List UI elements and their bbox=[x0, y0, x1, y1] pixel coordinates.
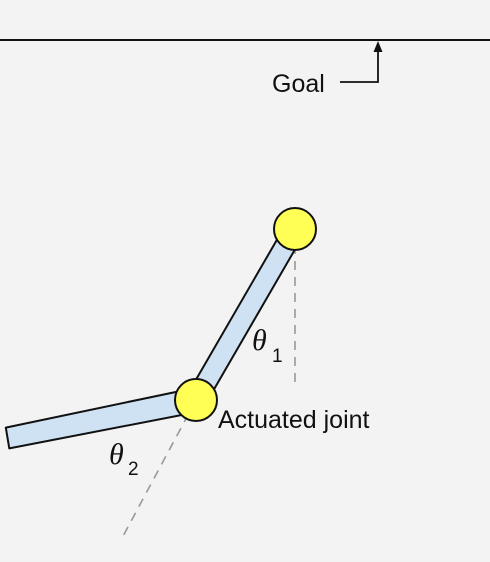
goal-label: Goal bbox=[272, 70, 325, 98]
actuated-joint-label: Actuated joint bbox=[218, 406, 370, 434]
actuated-joint bbox=[174, 378, 218, 422]
goal-pointer-line bbox=[340, 48, 379, 83]
goal-arrowhead bbox=[373, 41, 383, 52]
theta1-subscript: 1 bbox=[272, 346, 283, 367]
link1-extension-line bbox=[120, 399, 197, 541]
upper-link bbox=[186, 222, 305, 407]
theta2-subscript: 2 bbox=[128, 459, 139, 480]
top-joint bbox=[273, 207, 317, 251]
lower-link bbox=[4, 387, 199, 450]
theta2-symbol: θ bbox=[109, 438, 124, 471]
theta1-symbol: θ bbox=[252, 324, 267, 357]
